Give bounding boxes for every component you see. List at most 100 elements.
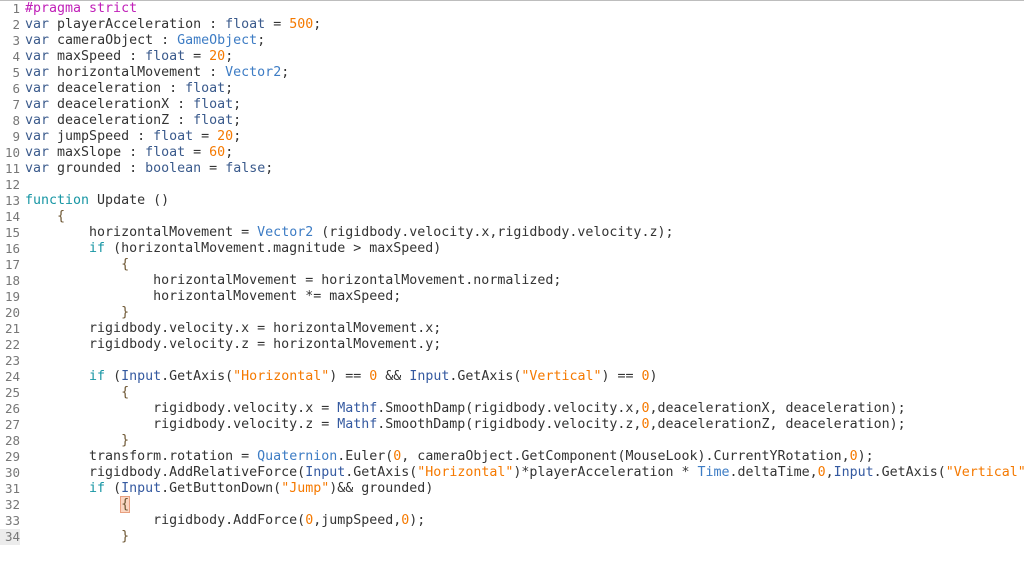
number-token: 0 [849, 449, 858, 464]
line-code[interactable] [20, 353, 25, 369]
line-code[interactable]: var maxSlope : float = 60; [20, 145, 233, 161]
number-token: 0 [305, 513, 314, 528]
code-text [25, 497, 121, 512]
code-line[interactable]: 31 if (Input.GetButtonDown("Jump")&& gro… [0, 481, 1024, 497]
line-number: 9 [12, 129, 20, 144]
code-line[interactable]: 26 rigidbody.velocity.x = Mathf.SmoothDa… [0, 401, 1024, 417]
line-code[interactable]: rigidbody.velocity.z = Mathf.SmoothDamp(… [20, 417, 906, 433]
code-line[interactable]: 12 [0, 177, 1024, 193]
code-line[interactable]: 18 horizontalMovement = horizontalMoveme… [0, 273, 1024, 289]
line-code[interactable]: if (Input.GetAxis("Horizontal") == 0 && … [20, 369, 658, 385]
line-code[interactable]: horizontalMovement = Vector2 (rigidbody.… [20, 225, 673, 241]
code-line[interactable]: 34 } [0, 529, 1024, 545]
code-line[interactable]: 15 horizontalMovement = Vector2 (rigidbo… [0, 225, 1024, 241]
code-line[interactable]: 14 { [0, 209, 1024, 225]
line-number: 32 [4, 497, 20, 512]
code-line[interactable]: 19 horizontalMovement *= maxSpeed; [0, 289, 1024, 305]
code-text: ( [105, 481, 122, 496]
code-line[interactable]: 25 { [0, 385, 1024, 401]
string-token: "Vertical" [521, 369, 602, 384]
line-code[interactable]: transform.rotation = Quaternion.Euler(0,… [20, 449, 874, 465]
string-token: "Horizontal" [233, 369, 330, 384]
line-code[interactable]: var cameraObject : GameObject; [20, 33, 265, 49]
code-line[interactable]: 23 [0, 353, 1024, 369]
line-code[interactable]: { [20, 496, 131, 513]
code-text: ) == [329, 369, 370, 384]
line-code[interactable]: horizontalMovement = horizontalMovement.… [20, 273, 561, 289]
line-code[interactable]: if (Input.GetButtonDown("Jump")&& ground… [20, 481, 433, 497]
code-line[interactable]: 17 { [0, 257, 1024, 273]
line-number: 29 [4, 449, 20, 464]
code-text: ,jumpSpeed, [313, 513, 402, 528]
code-text: (horizontalMovement.magnitude > maxSpeed… [105, 241, 442, 256]
code-line[interactable]: 20 } [0, 305, 1024, 321]
line-code[interactable]: { [20, 209, 65, 225]
keyword-token: var [25, 97, 50, 112]
line-code[interactable]: var playerAcceleration : float = 500; [20, 17, 321, 33]
code-line[interactable]: 16 if (horizontalMovement.magnitude > ma… [0, 241, 1024, 257]
code-text: ; [257, 33, 266, 48]
code-line[interactable]: 33 rigidbody.AddForce(0,jumpSpeed,0); [0, 513, 1024, 529]
line-number: 26 [4, 401, 20, 416]
number-token: 0 [369, 369, 378, 384]
line-number: 3 [12, 33, 20, 48]
line-code[interactable]: var deaceleration : float; [20, 81, 233, 97]
line-code[interactable]: rigidbody.velocity.x = Mathf.SmoothDamp(… [20, 401, 906, 417]
line-code[interactable]: var deacelerationZ : float; [20, 113, 241, 129]
code-line[interactable]: 27 rigidbody.velocity.z = Mathf.SmoothDa… [0, 417, 1024, 433]
line-code[interactable]: if (horizontalMovement.magnitude > maxSp… [20, 241, 441, 257]
code-line[interactable]: 21 rigidbody.velocity.x = horizontalMove… [0, 321, 1024, 337]
code-text: ,deacelerationX, deaceleration); [649, 401, 906, 416]
line-number: 10 [4, 145, 20, 160]
line-code[interactable]: var grounded : boolean = false; [20, 161, 273, 177]
code-text [25, 257, 121, 272]
code-line[interactable]: 30 rigidbody.AddRelativeForce(Input.GetA… [0, 465, 1024, 481]
line-code[interactable]: { [20, 257, 129, 273]
line-code[interactable]: function Update () [20, 193, 169, 209]
line-code[interactable] [20, 177, 25, 193]
code-text: transform.rotation = [25, 449, 258, 464]
line-code[interactable]: rigidbody.AddRelativeForce(Input.GetAxis… [20, 465, 1024, 481]
line-code[interactable]: #pragma strict [20, 1, 137, 17]
line-code[interactable]: } [20, 529, 129, 545]
code-line[interactable]: 1#pragma strict [0, 1, 1024, 17]
keyword-token: var [25, 145, 50, 160]
code-text [25, 305, 121, 320]
line-code[interactable]: } [20, 305, 129, 321]
line-code[interactable]: } [20, 433, 129, 449]
code-text: = [185, 49, 210, 64]
number-token: 500 [289, 17, 314, 32]
line-code[interactable]: var maxSpeed : float = 20; [20, 49, 233, 65]
line-code[interactable]: rigidbody.AddForce(0,jumpSpeed,0); [20, 513, 425, 529]
line-code[interactable]: rigidbody.velocity.z = horizontalMovemen… [20, 337, 441, 353]
code-line[interactable]: 24 if (Input.GetAxis("Horizontal") == 0 … [0, 369, 1024, 385]
line-code[interactable]: var deacelerationX : float; [20, 97, 241, 113]
code-line[interactable]: 22 rigidbody.velocity.z = horizontalMove… [0, 337, 1024, 353]
matched-brace-token: { [120, 496, 131, 513]
keyword-token: float [185, 81, 226, 96]
line-code[interactable]: var jumpSpeed : float = 20; [20, 129, 241, 145]
code-line[interactable]: 29 transform.rotation = Quaternion.Euler… [0, 449, 1024, 465]
line-code[interactable]: horizontalMovement *= maxSpeed; [20, 289, 401, 305]
keyword-token: float [153, 129, 194, 144]
code-text: rigidbody.velocity.z = [25, 417, 338, 432]
code-text: rigidbody.velocity.x = horizontalMovemen… [25, 321, 442, 336]
code-line[interactable]: 32 { [0, 496, 1024, 513]
line-code[interactable]: rigidbody.velocity.x = horizontalMovemen… [20, 321, 441, 337]
line-number: 14 [4, 209, 20, 224]
line-code[interactable]: { [20, 385, 129, 401]
code-line[interactable]: 28 } [0, 433, 1024, 449]
line-code[interactable]: var horizontalMovement : Vector2; [20, 65, 289, 81]
